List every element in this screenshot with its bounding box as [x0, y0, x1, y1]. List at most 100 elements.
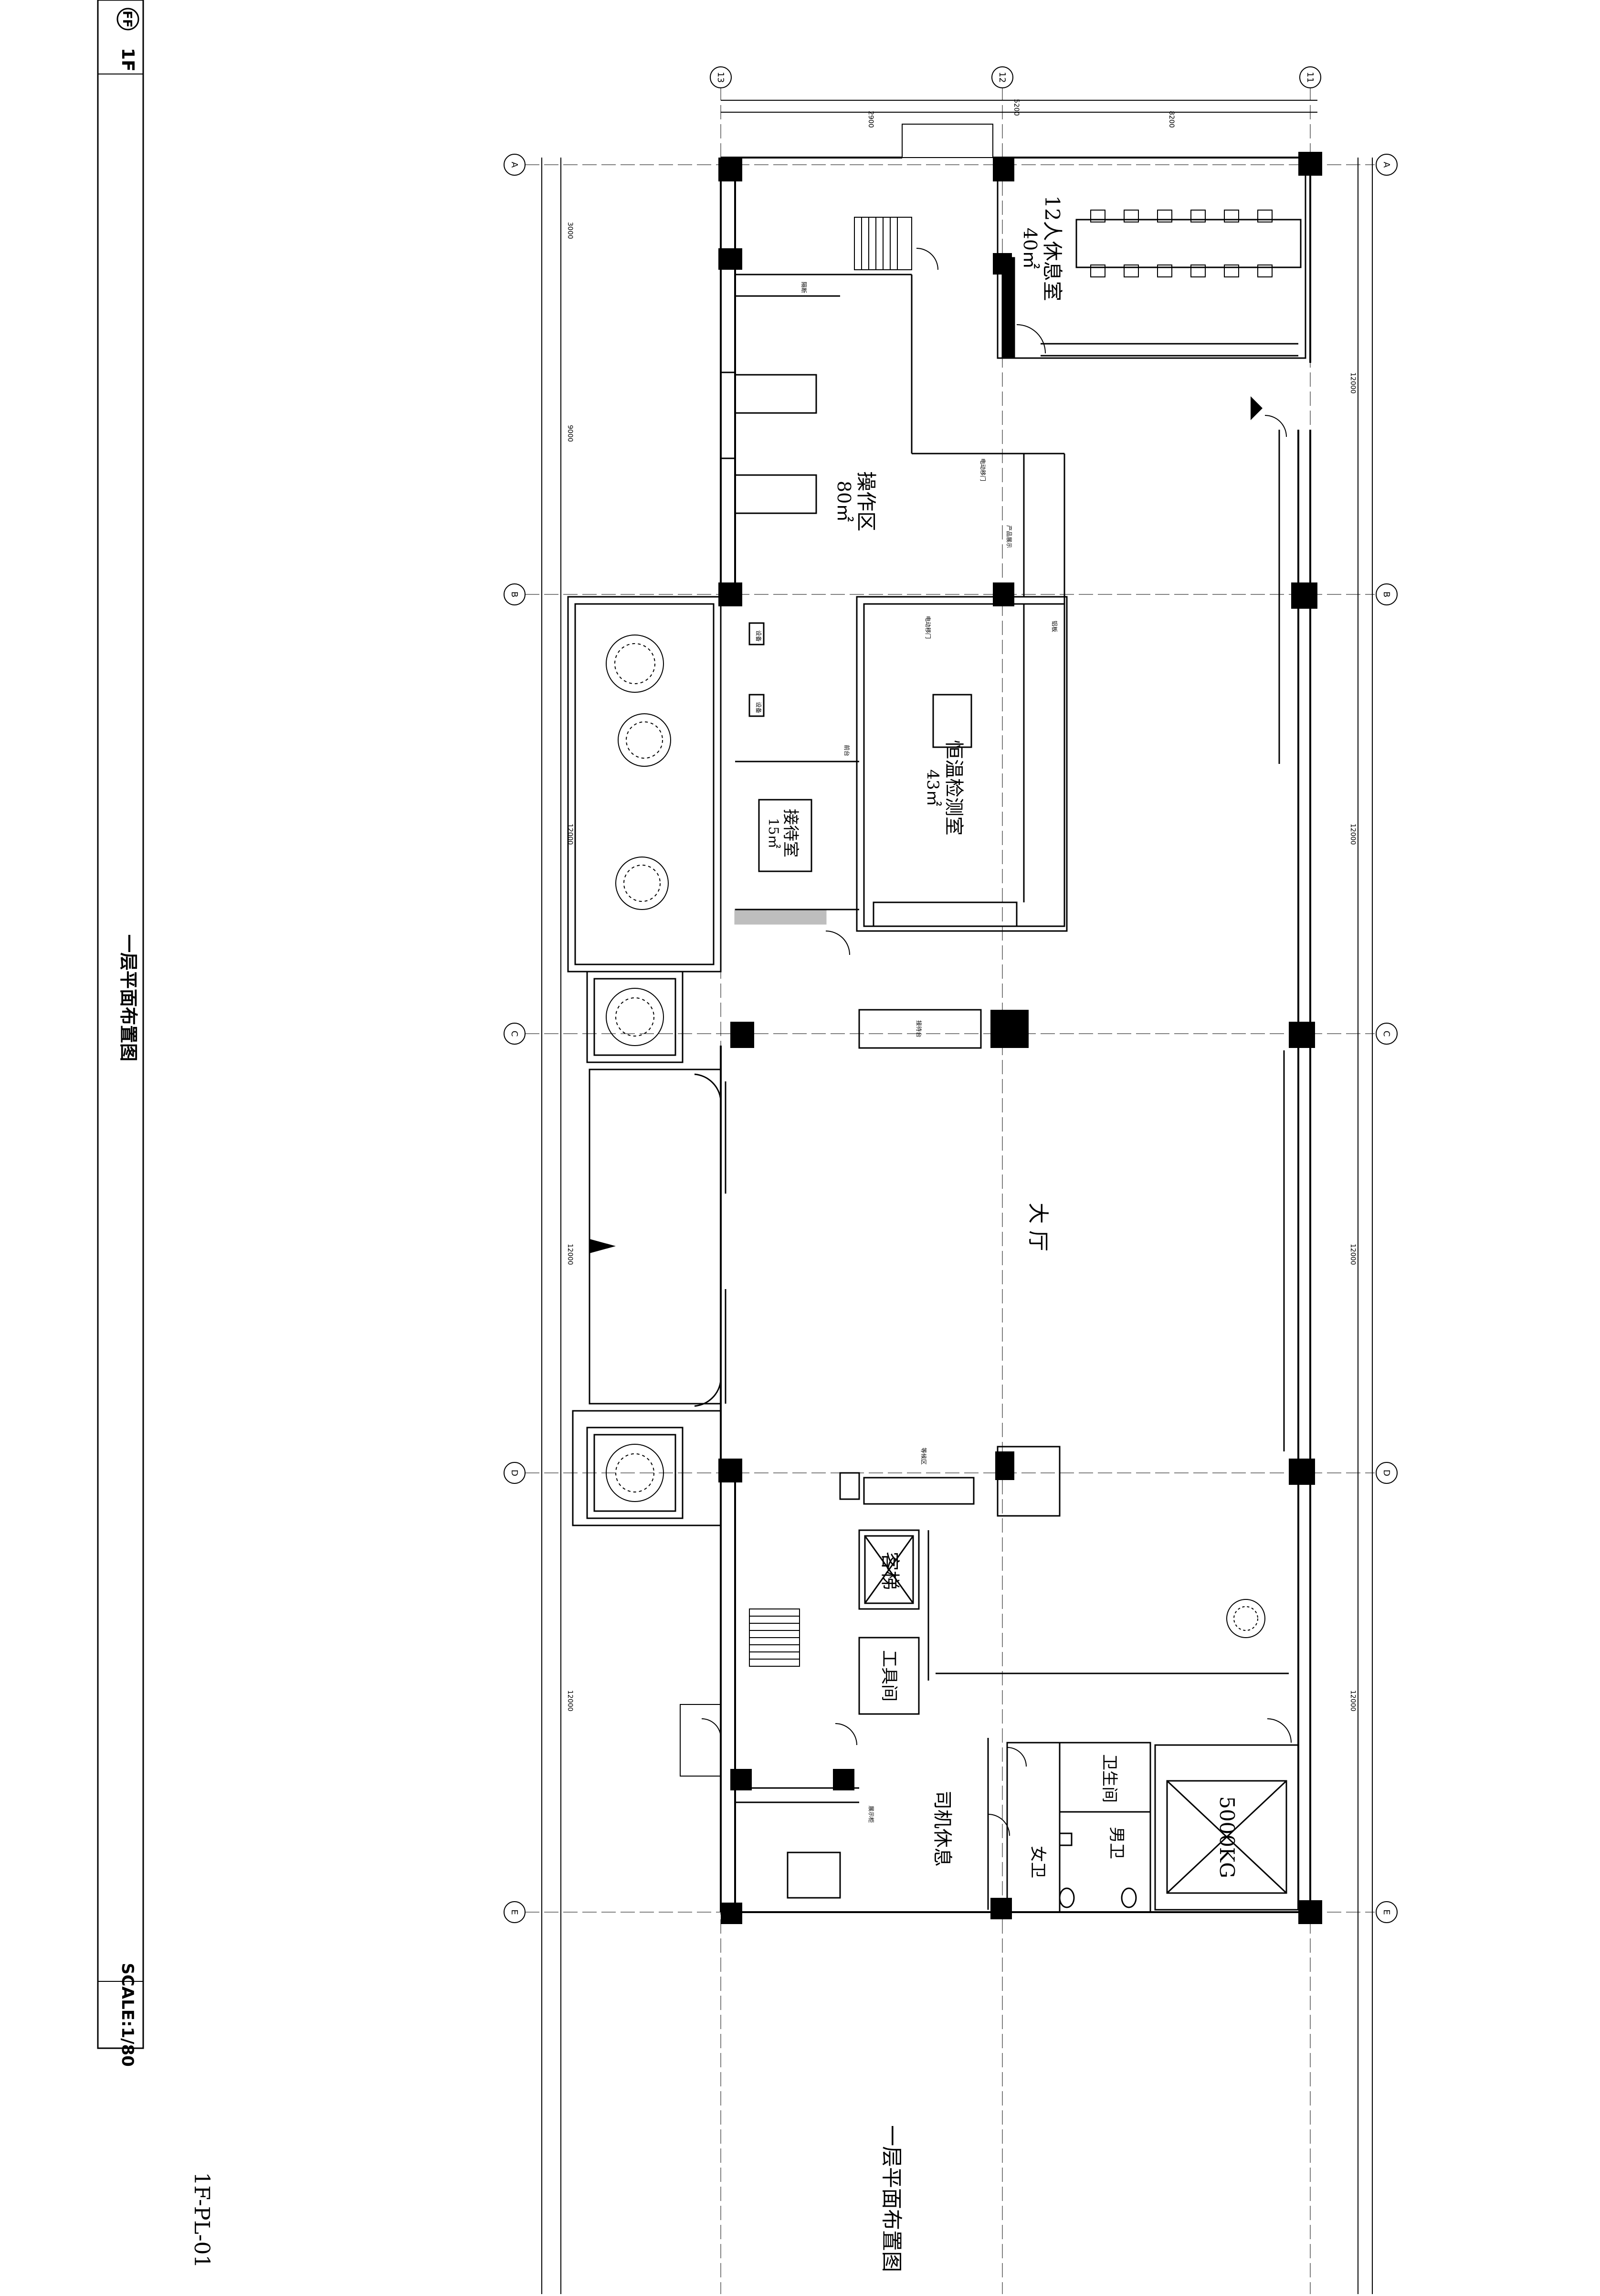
operation-area-size: 80㎡	[833, 481, 854, 522]
device-a-note: 设备	[755, 630, 762, 642]
male-toilet-label: 男卫	[1107, 1827, 1126, 1859]
column	[718, 582, 742, 606]
operation-notes: 设备 设备 产品展示 电动移门 隔断	[755, 282, 1012, 713]
reception-label: 接待室 15㎡	[766, 809, 800, 857]
partition-note: 隔断	[800, 282, 808, 293]
reception-room	[734, 761, 859, 925]
north-arrow-icon	[1251, 396, 1263, 420]
reception-desk-note: 接待台	[916, 1020, 923, 1037]
right-dimensions: 12000 12000 12000 12000	[1349, 372, 1357, 1712]
column	[990, 1898, 1012, 1919]
dim-right-2: 12000	[1349, 824, 1357, 845]
sofa-note: 等候区	[920, 1448, 927, 1465]
freight-lift	[1154, 1744, 1299, 1911]
grid-label: 13	[716, 72, 726, 83]
elevator	[858, 1529, 920, 1610]
grid-row-e-right: E	[1381, 1909, 1391, 1915]
grid-row-b-left: B	[509, 592, 519, 597]
rest-room-label: 12人休息室 40㎡	[1020, 195, 1064, 301]
door-swings	[825, 248, 1292, 1836]
operation-area-name: 操作区	[854, 471, 878, 531]
stair-bottom	[680, 1608, 800, 1777]
toilet-label: 卫生间	[1100, 1754, 1119, 1803]
floor-label: 1F	[118, 48, 137, 72]
grid-row-c-left: C	[509, 1031, 519, 1037]
rest-room-area: 40㎡	[1020, 228, 1041, 269]
elevator-label: 客梯	[879, 1552, 901, 1590]
dim-left-4: 12000	[566, 1244, 574, 1265]
reception-name: 接待室	[781, 809, 800, 857]
column	[1298, 1900, 1322, 1924]
title-block-sheet-title: 一层平面布置图	[118, 934, 139, 1061]
tool-room-label: 工具间	[879, 1650, 899, 1702]
device-b-note: 设备	[755, 702, 762, 713]
dim-left-3: 12000	[566, 824, 574, 845]
dimension-lines	[541, 100, 1373, 2296]
stair-top	[854, 124, 993, 270]
sheet-number: 1F-PL-01	[189, 2172, 214, 2268]
dim-right-4: 12000	[1349, 1690, 1357, 1712]
column	[718, 158, 742, 181]
grid-row-d-right: D	[1381, 1470, 1391, 1476]
dim-right-1: 12000	[1349, 372, 1357, 394]
top-dimensions: 2900 5200 8200	[867, 99, 1175, 128]
dim-top-2: 5200	[1012, 99, 1020, 116]
bench-note: 展示柜	[868, 1806, 874, 1823]
grid-row-a-right: A	[1381, 162, 1391, 168]
shelf-note: 产品展示	[1006, 525, 1012, 548]
main-entrance	[694, 1073, 726, 1407]
reception-notes: 前台	[843, 745, 851, 756]
dim-left-5: 12000	[566, 1690, 574, 1712]
grid-row-c-right: C	[1381, 1031, 1391, 1037]
lab-area: 43㎡	[923, 769, 942, 806]
grid-row-e-left: E	[509, 1909, 519, 1915]
scale-label: SCALE:1/80	[118, 1963, 137, 2067]
grid-label: 12	[997, 72, 1007, 83]
entrance-arrow-icon	[589, 1239, 616, 1253]
toilets	[1006, 1742, 1151, 1913]
courtyard	[567, 596, 722, 1526]
column	[730, 1769, 752, 1790]
column	[993, 582, 1014, 606]
operation-area-label: 操作区 80㎡	[833, 471, 878, 531]
grid-bubble-col-12-top: 12	[991, 66, 1013, 88]
title-block: FF 1F 一层平面布置图 SCALE:1/80	[97, 0, 144, 2067]
column	[730, 1022, 754, 1048]
column	[1298, 152, 1322, 176]
lab-door-note: 电动移门	[925, 616, 932, 639]
rest-room	[997, 157, 1306, 359]
drawing-title: 一层平面布置图	[879, 2125, 904, 2272]
column	[1291, 582, 1317, 609]
column	[1289, 1022, 1315, 1048]
structural-columns	[718, 152, 1322, 1924]
grid-bubble-col-13-top: 13	[710, 66, 732, 88]
column	[721, 1903, 742, 1924]
driver-rest	[735, 1738, 989, 1910]
column	[1289, 1459, 1315, 1485]
grid-row-d-left: D	[509, 1470, 519, 1476]
column	[718, 1459, 742, 1482]
grid-bubbles-left: A B C D E	[504, 154, 526, 1923]
sofa-area	[839, 1446, 1061, 1517]
wall-panel-note: 电动移门	[979, 458, 987, 481]
column	[718, 248, 742, 270]
freight-lift-label: 5000KG	[1215, 1796, 1239, 1878]
grid-label: 11	[1305, 72, 1315, 83]
floor-tag: FF	[120, 11, 134, 28]
lab-notes: 电动移门 铝板	[925, 616, 1058, 639]
lobby: 接待台 大 厅	[858, 430, 1285, 1451]
tree-icon	[606, 635, 1265, 1638]
reception-area: 15㎡	[766, 818, 781, 848]
lab-label: 恒温检测室 43㎡	[923, 740, 965, 836]
driver-rest-label: 司机休息	[931, 1790, 953, 1867]
dim-left-2: 9000	[566, 425, 574, 442]
dim-top-3: 8200	[1168, 111, 1175, 128]
dim-right-3: 12000	[1349, 1244, 1357, 1265]
grid-bubbles-right: A B C D E	[1376, 154, 1398, 1923]
grid-bubble-col-11-top: 11	[1299, 66, 1321, 88]
lobby-label: 大 厅	[1026, 1203, 1050, 1251]
dim-top-1: 2900	[867, 111, 874, 128]
column	[995, 1451, 1014, 1480]
